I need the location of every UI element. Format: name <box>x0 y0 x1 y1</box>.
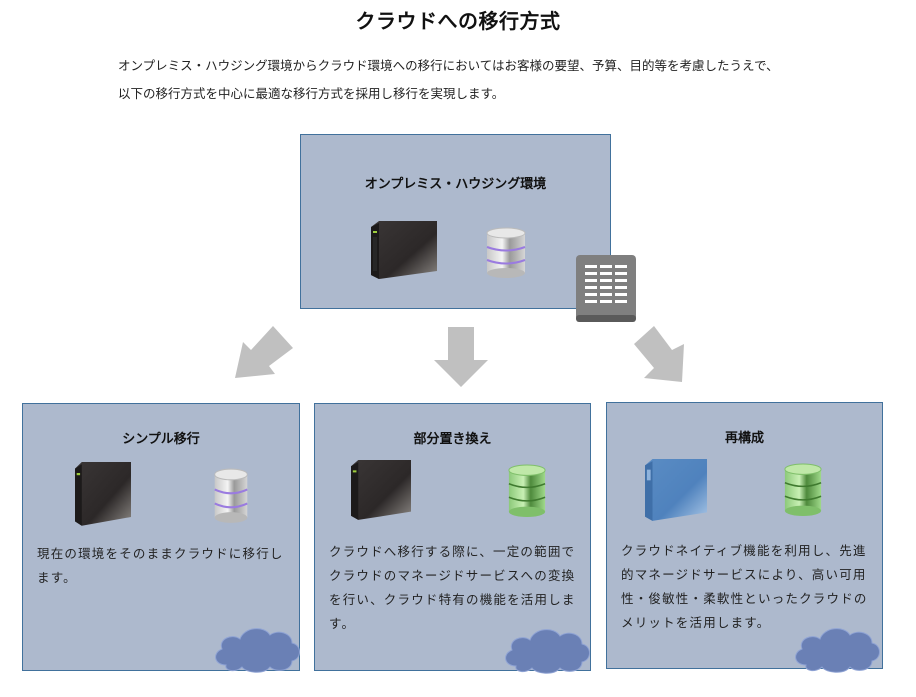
cloud-icon <box>795 628 880 673</box>
page-title: クラウドへの移行方式 <box>355 9 561 33</box>
method-title: シンプル移行 <box>122 432 200 447</box>
intro-line-1: オンプレミス・ハウジング環境からクラウド環境への移行においてはお客様の要望、予算… <box>118 58 779 73</box>
server-icon <box>371 221 437 279</box>
cloud-icon <box>505 629 590 674</box>
source-title: オンプレミス・ハウジング環境 <box>364 177 547 192</box>
database-icon <box>486 227 526 278</box>
method-title: 部分置き換え <box>413 432 492 447</box>
method-description: 現在の環境をそのままクラウドに移行します。 <box>37 546 284 585</box>
server-icon <box>645 459 707 521</box>
source-environment-box: オンプレミス・ハウジング環境 <box>300 134 611 309</box>
database-icon <box>784 463 822 516</box>
intro-text: オンプレミス・ハウジング環境からクラウド環境への移行においてはお客様の要望、予算… <box>118 52 838 108</box>
server-icon <box>75 462 131 526</box>
method-box-partial-replacement: 部分置き換え クラウドへ移行する際に、一定の範囲でクラウドのマネージドサービスへ… <box>314 403 591 671</box>
arrow-down <box>434 327 488 387</box>
cloud-icon <box>215 628 300 673</box>
method-box-restructure: 再構成 クラウドネイティブ機能を利用し、先進的マネージドサービスにより、高い可用… <box>606 402 883 669</box>
method-description: クラウドネイティブ機能を利用し、先進的マネージドサービスにより、高い可用性・俊敏… <box>621 543 868 630</box>
method-box-simple: シンプル移行 現在の環境をそのままクラウドに移行します。 <box>22 403 300 671</box>
arrow-down-left <box>235 326 293 378</box>
database-icon <box>508 464 546 517</box>
arrow-down-right <box>634 326 684 382</box>
database-icon <box>214 468 248 523</box>
intro-line-2: 以下の移行方式を中心に最適な移行方式を採用し移行を実現します。 <box>118 86 505 101</box>
rack-icon <box>576 255 636 322</box>
method-title: 再構成 <box>724 431 764 446</box>
server-icon <box>351 460 411 520</box>
method-description: クラウドへ移行する際に、一定の範囲でクラウドのマネージドサービスへの変換を行い、… <box>329 544 576 631</box>
